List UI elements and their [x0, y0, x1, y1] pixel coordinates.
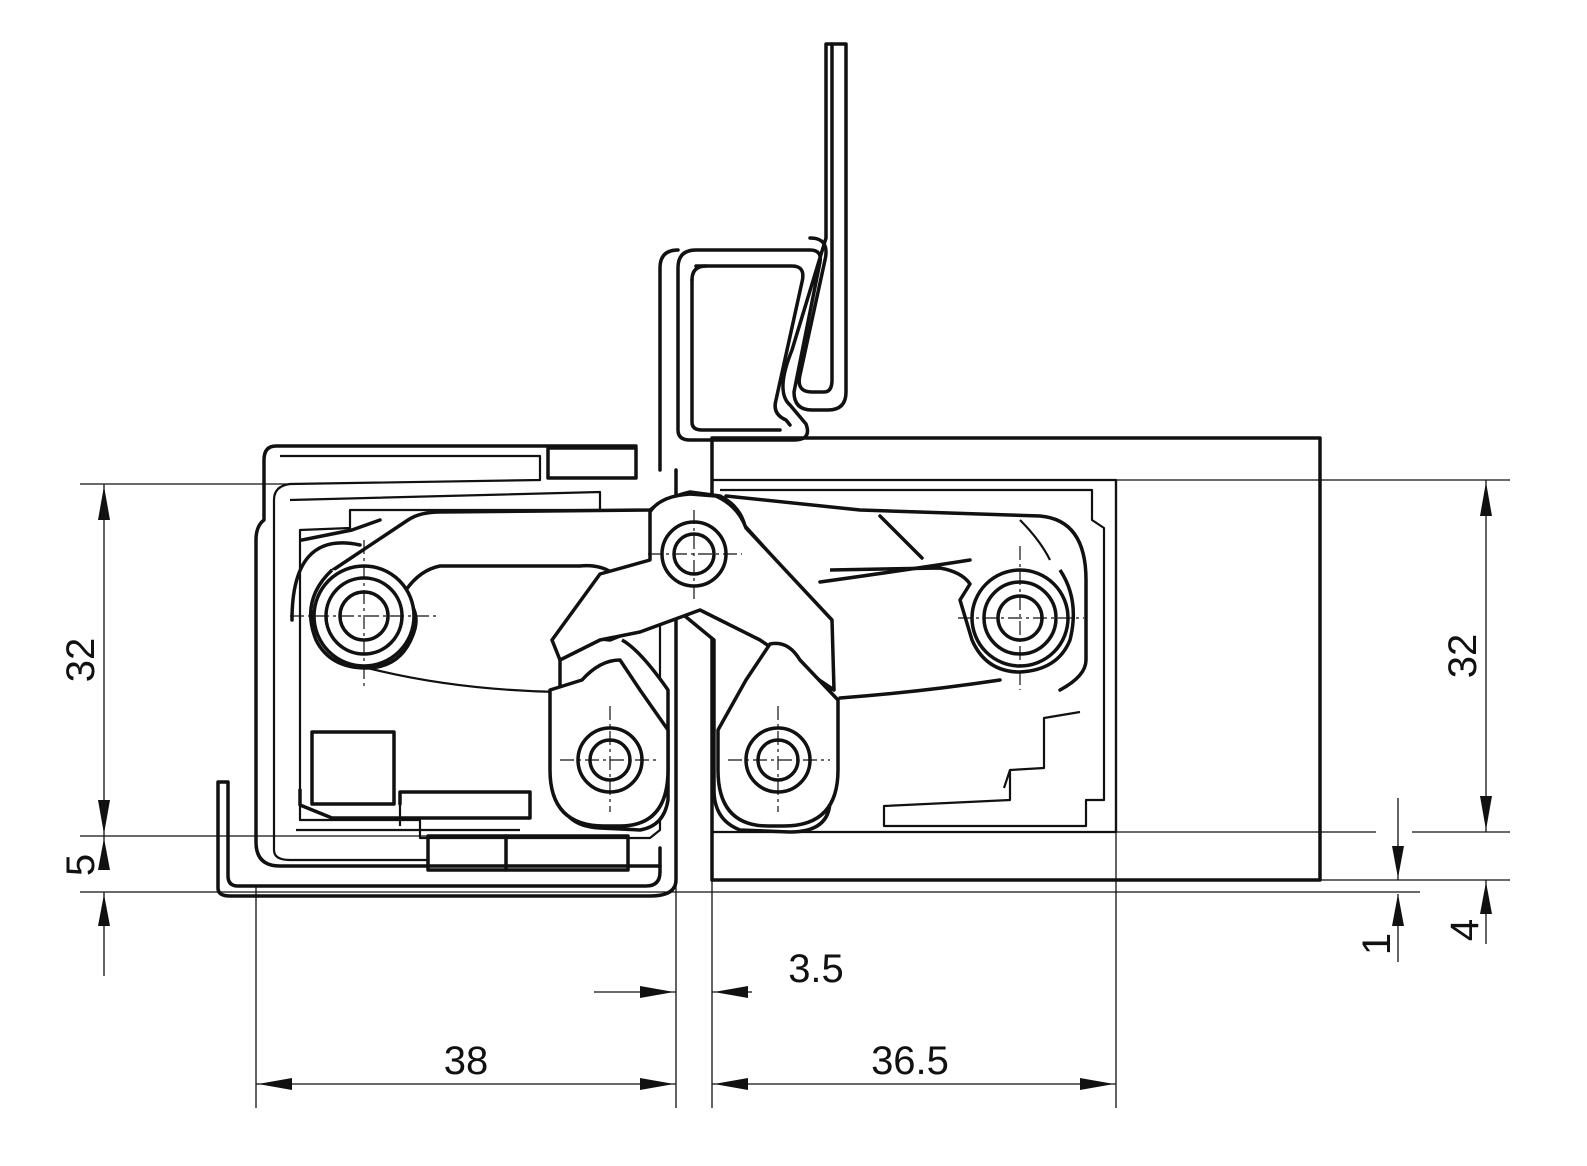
lower-left-lobe: [548, 658, 670, 828]
dimension-left-width: 38: [255, 886, 676, 1108]
center-lines: [290, 510, 1084, 812]
right-width-label: 36.5: [871, 1039, 949, 1083]
left-width-label: 38: [444, 1039, 489, 1083]
left-height-label: 32: [59, 638, 103, 683]
door-frame-profile: [658, 42, 848, 472]
dimension-right-offset-4: 4: [1320, 879, 1510, 944]
right-offset-a-label: 1: [1355, 933, 1399, 955]
gap-label: 3.5: [788, 947, 844, 991]
dimension-right-width: 36.5: [712, 832, 1117, 1108]
right-height-label: 32: [1441, 634, 1485, 679]
dimension-left-height: 32: [59, 483, 430, 837]
dimension-gap: 3.5: [594, 880, 844, 1108]
dimension-left-offset: 5: [59, 836, 1420, 976]
dimension-right-height: 32: [1116, 479, 1510, 833]
dimension-right-offset-1: 1: [1116, 798, 1404, 962]
left-offset-label: 5: [59, 854, 103, 876]
right-frame-pocket: [710, 436, 1322, 882]
right-mechanism: [720, 488, 1106, 828]
right-offset-b-label: 4: [1443, 919, 1487, 941]
right-pivot-link: [829, 566, 1076, 674]
